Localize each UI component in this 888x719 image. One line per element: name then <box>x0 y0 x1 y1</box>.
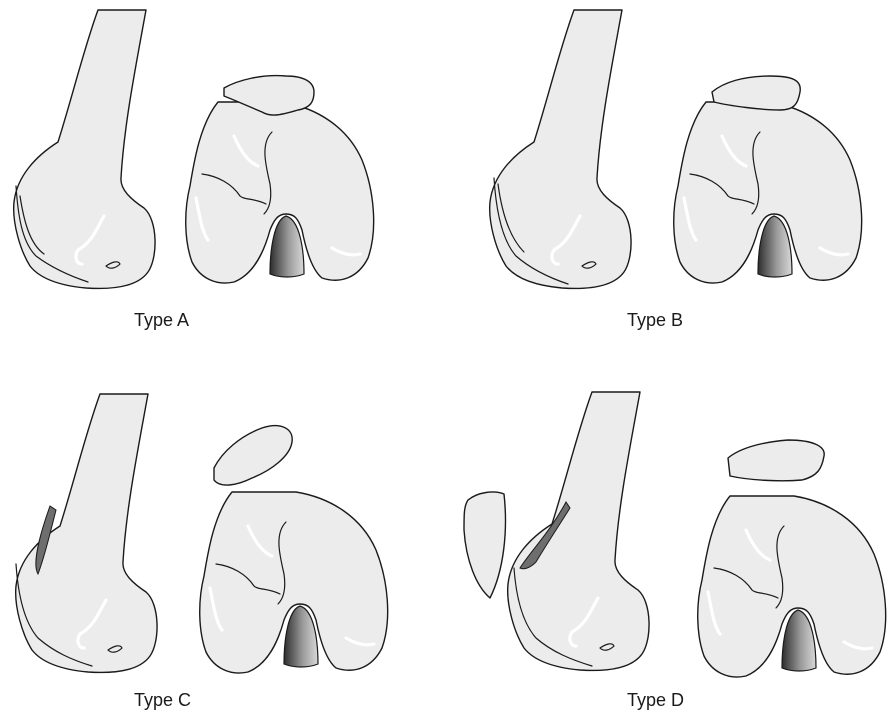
type-b-femur-frontal-view <box>674 102 862 283</box>
type-b-patella <box>712 76 800 110</box>
type-c-patella <box>214 426 292 485</box>
type-d-femur-frontal-view <box>698 496 886 677</box>
type-a-label: Type A <box>134 310 189 331</box>
panel-type-d <box>464 392 886 677</box>
type-d-patella <box>728 440 824 481</box>
type-c-femur-lateral-view <box>16 394 157 672</box>
type-d-detached-fragment <box>464 492 505 598</box>
type-c-femur-frontal-view <box>200 492 388 673</box>
type-d-label: Type D <box>627 690 684 711</box>
panel-type-b <box>490 10 862 288</box>
type-c-label: Type C <box>134 690 191 711</box>
type-a-femur-lateral-view <box>14 10 155 288</box>
panel-type-c <box>16 394 388 673</box>
type-a-femur-frontal-view <box>186 102 374 283</box>
type-b-femur-lateral-view <box>490 10 631 288</box>
type-b-label: Type B <box>627 310 683 331</box>
panel-type-a <box>14 10 374 288</box>
type-d-femur-lateral-view <box>508 392 649 670</box>
